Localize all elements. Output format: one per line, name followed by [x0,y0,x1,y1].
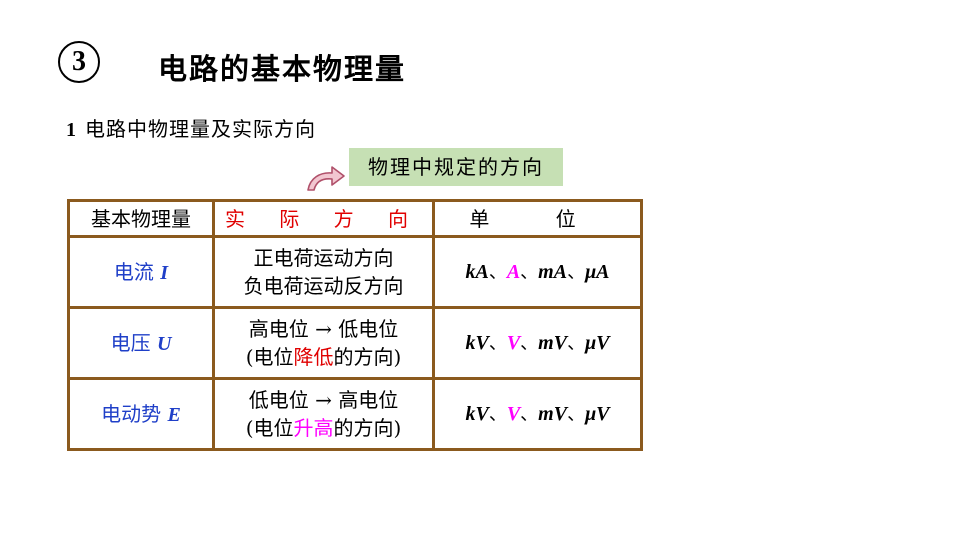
section-number: 3 [72,46,86,77]
page-title: 电路的基本物理量 [158,52,407,86]
subsection-title: 电路中物理量及实际方向 [85,117,316,141]
table-row: 电动势 E 低电位 → 高电位 (电位升高的方向) kV、V、mV、μV [67,377,643,451]
unit-cell: kV、V、mV、μV [432,306,643,380]
quantity-cell: 电流 I [67,235,215,309]
table-row: 电流 I 正电荷运动方向 负电荷运动反方向 kA、A、mA、μA [67,235,643,309]
table-row: 电压 U 高电位 → 低电位 (电位降低的方向) kV、V、mV、μV [67,306,643,380]
direction-cell: 低电位 → 高电位 (电位升高的方向) [212,377,435,451]
direction-cell: 高电位 → 低电位 (电位降低的方向) [212,306,435,380]
section-number-circle: 3 [58,41,100,83]
curved-arrow-icon [307,166,345,191]
direction-cell: 正电荷运动方向 负电荷运动反方向 [212,235,435,309]
subsection-heading: 1 电路中物理量及实际方向 [66,113,316,142]
quantity-cell: 电压 U [67,306,215,380]
header-direction: 实 际 方 向 [212,199,435,238]
unit-cell: kA、A、mA、μA [432,235,643,309]
table-header-row: 基本物理量 实 际 方 向 单 位 [67,199,643,238]
quantity-cell: 电动势 E [67,377,215,451]
callout-label: 物理中规定的方向 [349,148,563,186]
header-quantity: 基本物理量 [67,199,215,238]
unit-cell: kV、V、mV、μV [432,377,643,451]
subsection-number: 1 [66,119,77,141]
quantities-table: 基本物理量 实 际 方 向 单 位 电流 I 正电荷运动方向 负电荷运动反方向 … [67,199,643,451]
header-unit: 单 位 [432,199,643,238]
